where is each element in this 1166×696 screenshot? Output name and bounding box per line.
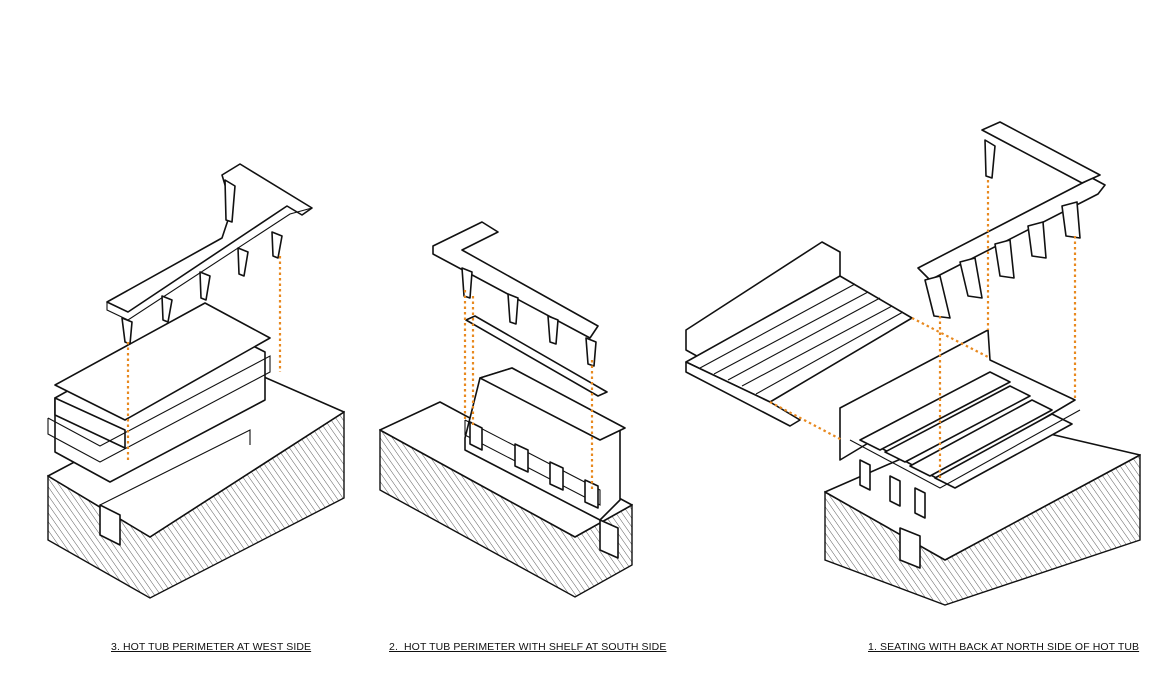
caption-west-side: 3. HOT TUB PERIMETER AT WEST SIDE [111,641,312,653]
alignment-guide [911,317,991,359]
seat-back-brackets [924,139,1081,319]
seat-back-brackets [121,179,283,345]
seat-back-top-rail [981,121,1101,184]
bench-ledge [47,355,271,463]
tub-corner-leg [899,527,921,569]
shelf-plank [465,315,608,397]
bench-base-line [99,429,251,506]
deck-slats [699,283,904,395]
seat-back-top [106,163,313,313]
seat-back-rail [917,177,1106,281]
wall-cap [479,367,626,441]
top-rail-brackets [461,267,597,367]
deck-front-edge [685,361,801,427]
bench-cap [54,302,271,421]
caption-north-side: 1. SEATING WITH BACK AT NORTH SIDE OF HO… [868,641,1140,653]
tub-joists [859,371,1073,489]
caption-south-side: 2. HOT TUB PERIMETER WITH SHELF AT SOUTH… [389,641,667,653]
shelf-dividers [469,421,599,509]
bench-front-rail [54,397,126,449]
diagram-north-side [685,121,1141,606]
diagram-south-side [379,221,633,598]
bench-leg-block [99,504,121,546]
tub-rim [849,409,1081,489]
alignment-guide [769,401,843,441]
wall-leg [599,519,619,559]
tub-side-posts [859,459,926,519]
diagram-west-side [47,163,345,599]
top-rail [432,221,599,339]
